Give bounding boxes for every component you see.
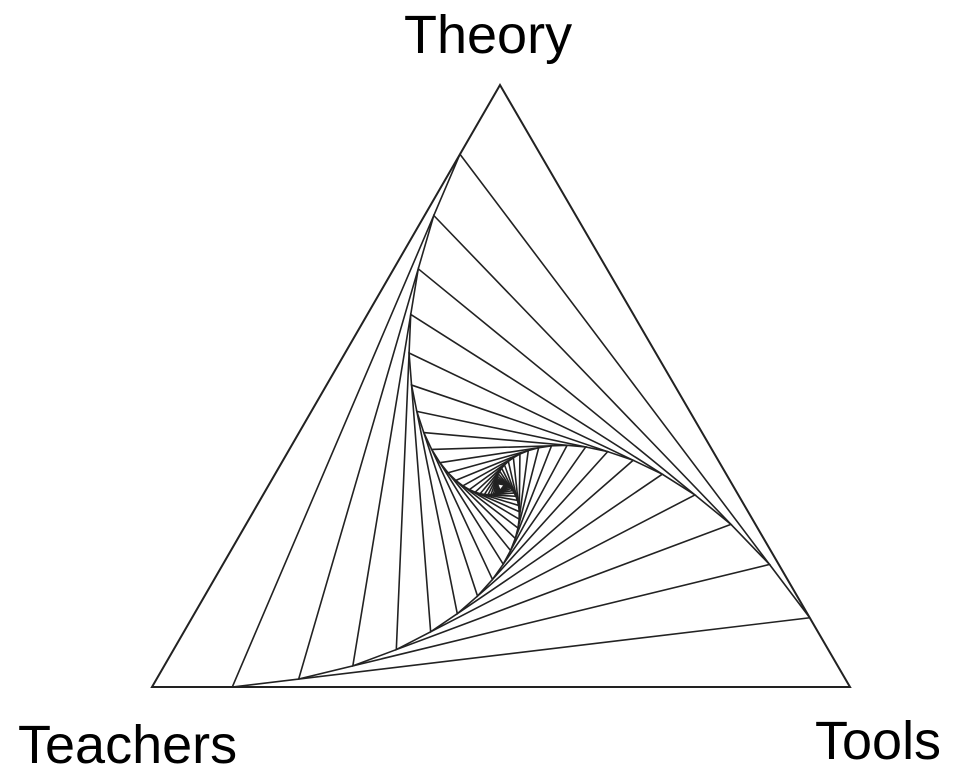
spiral-triangle-4 [395, 313, 697, 651]
spiral-lines-group [150, 83, 852, 688]
spiral-triangle-16 [478, 463, 519, 502]
spiral-triangle-18 [486, 469, 516, 496]
spiral-triangle-11 [446, 446, 540, 541]
label-theory: Theory [404, 5, 573, 65]
spiral-triangle-3 [351, 267, 733, 668]
spiral-triangle-7 [415, 410, 610, 598]
spiral-triangle-2 [297, 213, 772, 681]
spiral-triangle-9 [430, 444, 569, 566]
spiral-triangle-20 [492, 474, 513, 496]
spiral-triangle-8 [422, 431, 588, 582]
spiral-triangle-17 [482, 466, 518, 498]
label-tools: Tools [815, 711, 942, 771]
spiral-triangle-14 [467, 456, 521, 513]
spiral-triangle-6 [410, 383, 635, 616]
spiral-triangle-12 [454, 449, 530, 530]
spiral-triangle-15 [473, 459, 520, 507]
spiral-triangle-0 [150, 83, 852, 688]
label-teachers: Teachers [18, 715, 238, 775]
spiral-triangle-1 [230, 152, 812, 688]
spiral-triangle-5 [408, 351, 664, 634]
spiral-triangle-10 [438, 444, 553, 553]
spiral-triangle-25 [496, 482, 507, 493]
spiral-triangle-13 [461, 452, 521, 521]
spiral-triangle-19 [489, 472, 515, 496]
